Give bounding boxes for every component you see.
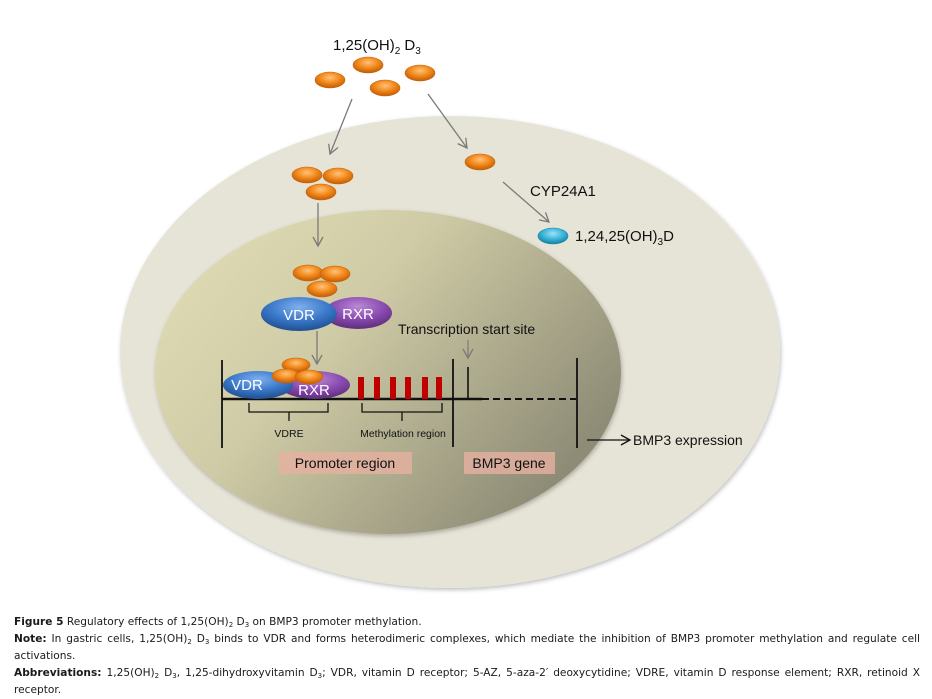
ligand-cluster-cytoplasm (291, 166, 354, 201)
ligand-molecule (322, 167, 354, 185)
note-text: D (191, 633, 205, 645)
vdr-bound-label: VDR (231, 377, 263, 394)
methylation-mark (405, 377, 411, 399)
vdr-rxr-bound-complex: VDR RXR (223, 357, 350, 399)
arrow-ligand-to-catabolism (427, 93, 468, 150)
rxr-label: RXR (342, 306, 374, 323)
ligand-cluster-extracellular (314, 56, 436, 97)
ligand-molecule (305, 183, 337, 201)
metabolite-label: 1,24,25(OH)3D (575, 228, 674, 248)
ligand-molecule (314, 71, 346, 89)
vdr-protein (261, 297, 337, 331)
figure-title-text: D (233, 616, 245, 628)
tss-label: Transcription start site (398, 321, 535, 337)
vdre-brace (248, 403, 329, 421)
figure-title-text: Regulatory effects of 1,25(OH) (63, 616, 229, 628)
methylation-mark (436, 377, 442, 399)
vdre-label: VDRE (274, 428, 303, 440)
rxr-bound-label: RXR (298, 382, 330, 399)
arrow-ligand-entry (328, 98, 353, 156)
ligand-molecule (291, 166, 323, 184)
promoter-region-label: Promoter region (295, 455, 395, 471)
arrow-cyp24a1 (502, 181, 551, 223)
ligand-molecule (404, 64, 436, 82)
methylation-mark (422, 377, 428, 399)
methylation-brace (361, 403, 443, 421)
abbreviations-text: , 1,25-dihydroxyvitamin D (176, 667, 318, 679)
figure-title: Figure 5 Regulatory effects of 1,25(OH)2… (14, 614, 920, 631)
methylation-mark (374, 377, 380, 399)
subscript: 3 (204, 638, 210, 646)
ligand-molecule (352, 56, 384, 74)
abbreviations-text: 1,25(OH) (101, 667, 155, 679)
note-label: Note: (14, 633, 47, 645)
figure-caption: Figure 5 Regulatory effects of 1,25(OH)2… (14, 614, 920, 699)
bmp3-expression-label: BMP3 expression (633, 432, 743, 448)
nucleus (155, 210, 621, 534)
ligand-molecule (306, 280, 338, 298)
ligand-cluster-nuclear (292, 264, 351, 298)
rxr-protein (324, 297, 392, 329)
ligand-molecule (294, 369, 324, 385)
vdr-label: VDR (283, 307, 315, 324)
note-text: In gastric cells, 1,25(OH) (46, 633, 188, 645)
ligand-molecule (319, 265, 351, 283)
methylation-marks (358, 377, 442, 399)
figure-title-text: on BMP3 promoter methylation. (249, 616, 422, 628)
metabolite-molecule (537, 227, 569, 245)
abbreviations-label: Abbreviations: (14, 667, 102, 679)
subscript: 3 (317, 672, 323, 680)
bmp3-gene-box (464, 452, 555, 474)
ligand-molecule (369, 79, 401, 97)
ligand-molecule (292, 264, 324, 282)
figure-label: Figure 5 (14, 616, 64, 628)
subscript: 2 (154, 672, 160, 680)
bmp3-gene-label: BMP3 gene (472, 455, 545, 471)
subscript: 3 (172, 672, 177, 680)
subscript: 2 (187, 638, 192, 646)
figure-note: Note: In gastric cells, 1,25(OH)2 D3 bin… (14, 631, 920, 665)
ligand-label: 1,25(OH)2 D3 (333, 37, 421, 57)
subscript: 2 (228, 621, 234, 629)
methylation-mark (358, 377, 364, 399)
methylation-region-label: Methylation region (360, 428, 446, 440)
vdr-rxr-complex: RXR VDR (261, 297, 392, 331)
diagram-canvas: 1,25(OH)2 D3 CYP24A1 1,24,25(OH)3D RXR V… (120, 37, 780, 588)
enzyme-label: CYP24A1 (530, 183, 596, 200)
note-text: binds to VDR and forms heterodimeric com… (14, 633, 920, 662)
figure-abbreviations: Abbreviations: 1,25(OH)2 D3, 1,25-dihydr… (14, 665, 920, 699)
ligand-molecule-catabolized (464, 153, 496, 171)
abbreviations-text: D (159, 667, 173, 679)
subscript: 3 (244, 621, 250, 629)
promoter-region-box (279, 452, 412, 474)
methylation-mark (390, 377, 396, 399)
